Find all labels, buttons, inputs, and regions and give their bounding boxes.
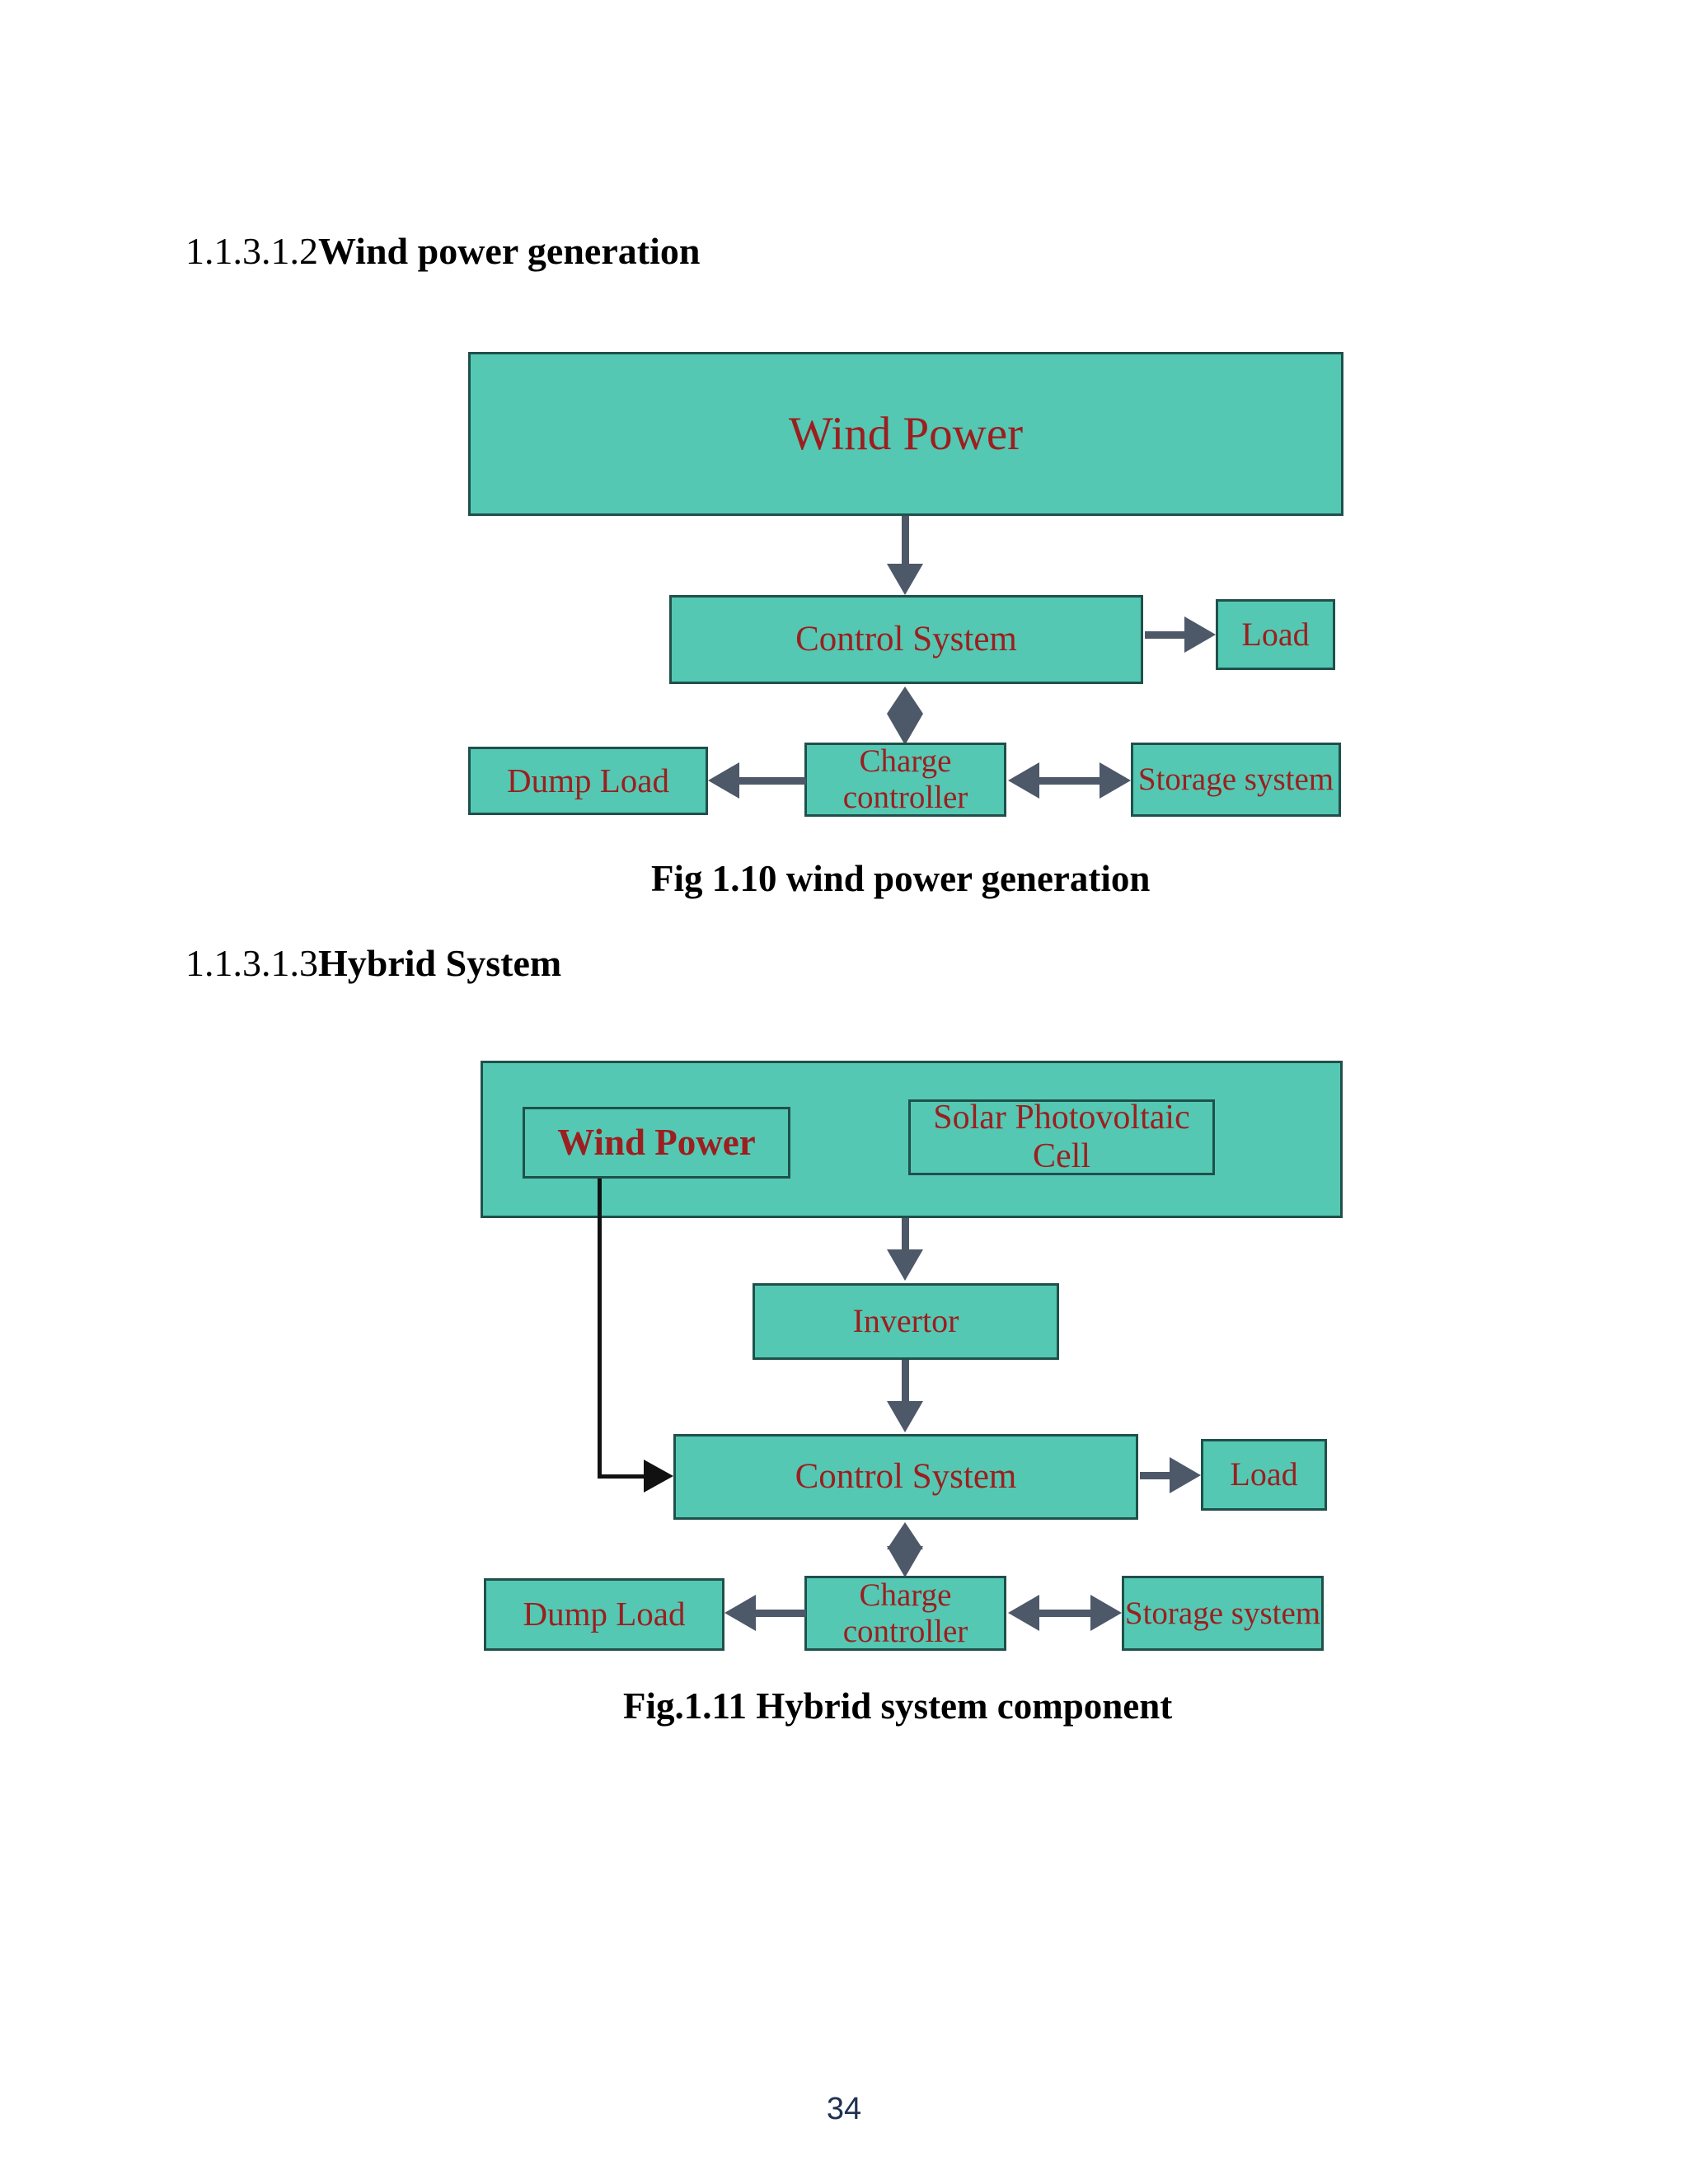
node-hybrid-control-system: Control System <box>673 1434 1138 1520</box>
figure-caption-1-10: Fig 1.10 wind power generation <box>651 858 1151 899</box>
arrow-invertor-to-control-head <box>887 1401 923 1432</box>
node-charge-controller-label: Charge controller <box>842 743 968 815</box>
arrow-hybrid-control-to-load-head <box>1170 1457 1201 1493</box>
node-charge-controller: Charge controller <box>804 743 1006 817</box>
node-storage-system: Storage system <box>1131 743 1341 817</box>
node-hybrid-load-label: Load <box>1230 1455 1298 1493</box>
arrow-hybrid-charge-storage-left-head <box>1008 1595 1039 1631</box>
heading-number: 1.1.3.1.3 <box>185 942 318 984</box>
arrow-wind-to-control-head <box>887 564 923 595</box>
page-number: 34 <box>826 2092 862 2126</box>
node-dump-load: Dump Load <box>468 747 708 815</box>
section-heading-hybrid-system: 1.1.3.1.3Hybrid System <box>185 941 561 985</box>
arrow-control-to-load-head <box>1184 616 1216 653</box>
arrow-hybrid-charge-to-dump-shaft <box>753 1610 806 1617</box>
node-solar-photovoltaic-cell-label: Solar Photovoltaic Cell <box>933 1098 1190 1175</box>
figure-caption-1-11: Fig.1.11 Hybrid system component <box>623 1685 1173 1727</box>
arrow-wind-to-control-shaft <box>902 516 909 567</box>
arrow-control-to-load-shaft <box>1145 631 1188 639</box>
node-hybrid-load: Load <box>1201 1439 1327 1511</box>
arrow-control-charge-down-head <box>887 714 923 745</box>
node-hybrid-storage-system-label: Storage system <box>1124 1595 1321 1631</box>
node-hybrid-dump-load: Dump Load <box>484 1578 724 1651</box>
node-invertor: Invertor <box>753 1283 1059 1360</box>
node-dump-load-label: Dump Load <box>507 761 669 799</box>
node-invertor-label: Invertor <box>852 1302 959 1340</box>
black-arrow-wind-to-control-horizontal <box>598 1474 645 1479</box>
arrow-charge-to-dump-head <box>708 762 739 799</box>
arrow-invertor-to-control-shaft <box>902 1360 909 1404</box>
node-load: Load <box>1216 599 1335 670</box>
node-solar-photovoltaic-cell: Solar Photovoltaic Cell <box>908 1099 1215 1175</box>
heading-title: Hybrid System <box>318 942 562 984</box>
arrow-charge-storage-right-head <box>1100 762 1131 799</box>
node-control-system: Control System <box>669 595 1143 684</box>
arrow-charge-storage-left-head <box>1008 762 1039 799</box>
node-hybrid-dump-load-label: Dump Load <box>523 1595 686 1633</box>
arrow-hybrid-charge-to-dump-head <box>724 1595 756 1631</box>
black-arrow-wind-to-control-head <box>644 1460 673 1493</box>
black-arrow-wind-to-control-vertical <box>598 1179 602 1479</box>
node-storage-system-label: Storage system <box>1137 762 1334 798</box>
arrow-sources-to-invertor-head <box>887 1249 923 1281</box>
arrow-sources-to-invertor-shaft <box>902 1218 909 1253</box>
arrow-hybrid-control-charge-down-head <box>887 1546 923 1577</box>
section-heading-wind-power: 1.1.3.1.2Wind power generation <box>185 229 700 273</box>
arrow-charge-storage-shaft <box>1034 777 1102 785</box>
node-hybrid-wind-power-label: Wind Power <box>557 1122 756 1164</box>
node-hybrid-wind-power: Wind Power <box>523 1107 790 1179</box>
node-hybrid-control-system-label: Control System <box>795 1456 1017 1496</box>
heading-number: 1.1.3.1.2 <box>185 230 318 272</box>
node-control-system-label: Control System <box>795 619 1017 658</box>
arrow-charge-to-dump-shaft <box>736 777 806 785</box>
node-hybrid-charge-controller: Charge controller <box>804 1576 1006 1651</box>
node-hybrid-charge-controller-label: Charge controller <box>842 1577 968 1649</box>
node-hybrid-storage-system: Storage system <box>1122 1576 1324 1651</box>
arrow-hybrid-charge-storage-right-head <box>1090 1595 1122 1631</box>
node-load-label: Load <box>1241 615 1310 653</box>
node-wind-power-label: Wind Power <box>788 407 1024 460</box>
node-wind-power: Wind Power <box>468 352 1343 516</box>
arrow-hybrid-charge-storage-shaft <box>1034 1610 1094 1617</box>
heading-title: Wind power generation <box>318 230 701 272</box>
arrow-hybrid-control-to-load-shaft <box>1140 1472 1173 1479</box>
